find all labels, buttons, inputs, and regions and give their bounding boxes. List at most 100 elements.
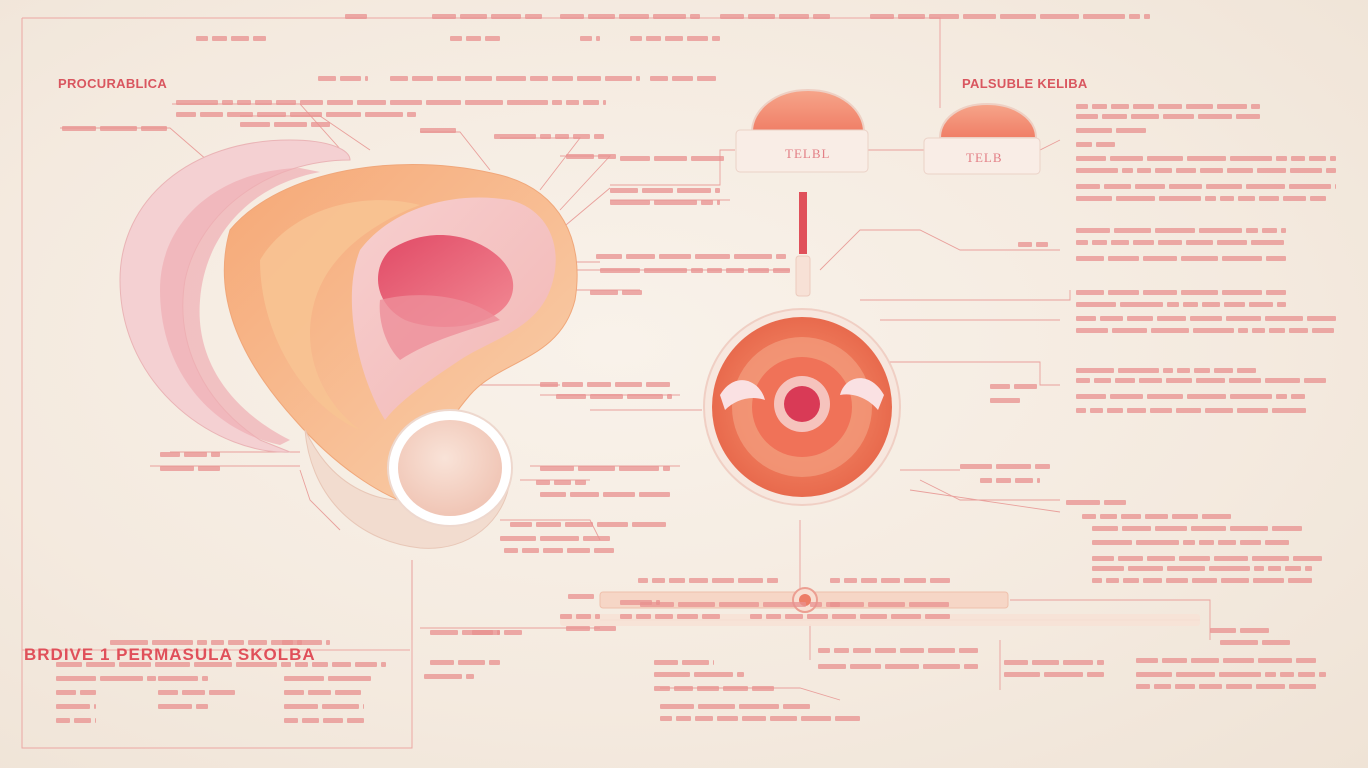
text-line-fragment: [850, 664, 881, 669]
text-line-fragment: [284, 676, 324, 681]
text-line-fragment: [588, 14, 615, 19]
text-line-fragment: [853, 648, 871, 653]
text-line-fragment: [1172, 514, 1198, 519]
text-line-fragment: [576, 614, 591, 619]
text-line-fragment: [381, 662, 386, 667]
text-line-fragment: [830, 578, 840, 583]
text-line-fragment: [748, 14, 775, 19]
text-line-fragment: [596, 254, 622, 259]
text-line-fragment: [1293, 556, 1322, 561]
text-line-fragment: [1108, 290, 1139, 295]
text-line-fragment: [426, 100, 461, 105]
text-line-fragment: [284, 690, 304, 695]
text-line-fragment: [844, 578, 857, 583]
text-line-fragment: [1176, 168, 1196, 173]
text-line-fragment: [691, 156, 724, 161]
text-line-fragment: [627, 394, 663, 399]
text-line-fragment: [929, 14, 959, 19]
text-line-fragment: [1122, 526, 1151, 531]
text-line-fragment: [1226, 684, 1252, 689]
text-line-fragment: [1202, 302, 1220, 307]
text-line-fragment: [1183, 540, 1195, 545]
text-line-fragment: [1150, 408, 1172, 413]
text-line-fragment: [964, 664, 978, 669]
text-line-fragment: [776, 254, 786, 259]
text-line-fragment: [390, 76, 408, 81]
text-line-fragment: [925, 614, 950, 619]
left-heading: PROCURABLICA: [58, 76, 168, 91]
text-line-fragment: [212, 36, 227, 41]
text-line-fragment: [1094, 378, 1111, 383]
text-line-fragment: [1133, 240, 1154, 245]
text-line-fragment: [660, 716, 672, 721]
text-line-fragment: [56, 690, 76, 695]
text-line-fragment: [605, 76, 632, 81]
text-line-fragment: [1199, 684, 1222, 689]
text-line-fragment: [654, 200, 697, 205]
text-line-fragment: [1187, 394, 1226, 399]
text-line-fragment: [1289, 328, 1308, 333]
text-line-fragment: [885, 664, 919, 669]
text-line-fragment: [540, 492, 566, 497]
text-line-fragment: [328, 676, 371, 681]
text-line-fragment: [1224, 302, 1245, 307]
text-line-fragment: [690, 14, 700, 19]
text-line-fragment: [332, 662, 351, 667]
text-line-fragment: [644, 268, 687, 273]
text-line-fragment: [552, 100, 562, 105]
text-line-fragment: [719, 602, 759, 607]
text-line-fragment: [276, 100, 296, 105]
text-line-fragment: [1191, 526, 1226, 531]
text-line-fragment: [311, 122, 330, 127]
text-line-fragment: [1226, 316, 1261, 321]
text-line-fragment: [74, 718, 91, 723]
text-line-fragment: [672, 76, 693, 81]
text-line-fragment: [308, 690, 331, 695]
text-line-fragment: [619, 14, 649, 19]
text-line-fragment: [197, 640, 207, 645]
text-line-fragment: [713, 660, 714, 665]
text-line-fragment: [1206, 184, 1242, 189]
text-line-fragment: [1252, 328, 1265, 333]
text-line-fragment: [980, 478, 992, 483]
text-line-fragment: [566, 626, 590, 631]
text-line-fragment: [1268, 566, 1281, 571]
text-line-fragment: [302, 718, 319, 723]
text-line-fragment: [540, 536, 579, 541]
text-line-fragment: [460, 14, 487, 19]
text-line-fragment: [56, 662, 82, 667]
text-line-fragment: [1128, 566, 1163, 571]
text-line-fragment: [1163, 114, 1194, 119]
tube: [795, 192, 811, 297]
text-line-fragment: [466, 674, 474, 679]
text-line-fragment: [1076, 290, 1104, 295]
text-line-fragment: [407, 112, 416, 117]
text-line-fragment: [834, 648, 849, 653]
text-line-fragment: [1135, 184, 1165, 189]
text-line-fragment: [496, 76, 526, 81]
text-line-fragment: [424, 674, 462, 679]
text-line-fragment: [663, 466, 670, 471]
text-line-fragment: [654, 156, 687, 161]
text-line-fragment: [610, 200, 650, 205]
text-line-fragment: [748, 268, 769, 273]
text-line-fragment: [555, 134, 569, 139]
text-line-fragment: [1259, 196, 1279, 201]
text-line-fragment: [491, 14, 521, 19]
text-line-fragment: [801, 716, 831, 721]
text-line-fragment: [80, 690, 96, 695]
text-line-fragment: [240, 122, 270, 127]
text-line-fragment: [1218, 540, 1236, 545]
text-line-fragment: [318, 76, 336, 81]
text-line-fragment: [720, 14, 744, 19]
text-line-fragment: [773, 268, 790, 273]
text-line-fragment: [540, 466, 574, 471]
text-line-fragment: [255, 100, 272, 105]
text-line-fragment: [702, 614, 720, 619]
text-line-fragment: [110, 640, 148, 645]
text-line-fragment: [909, 602, 949, 607]
text-line-fragment: [1076, 168, 1118, 173]
text-line-fragment: [738, 578, 763, 583]
text-line-fragment: [1118, 556, 1143, 561]
text-line-fragment: [659, 254, 691, 259]
